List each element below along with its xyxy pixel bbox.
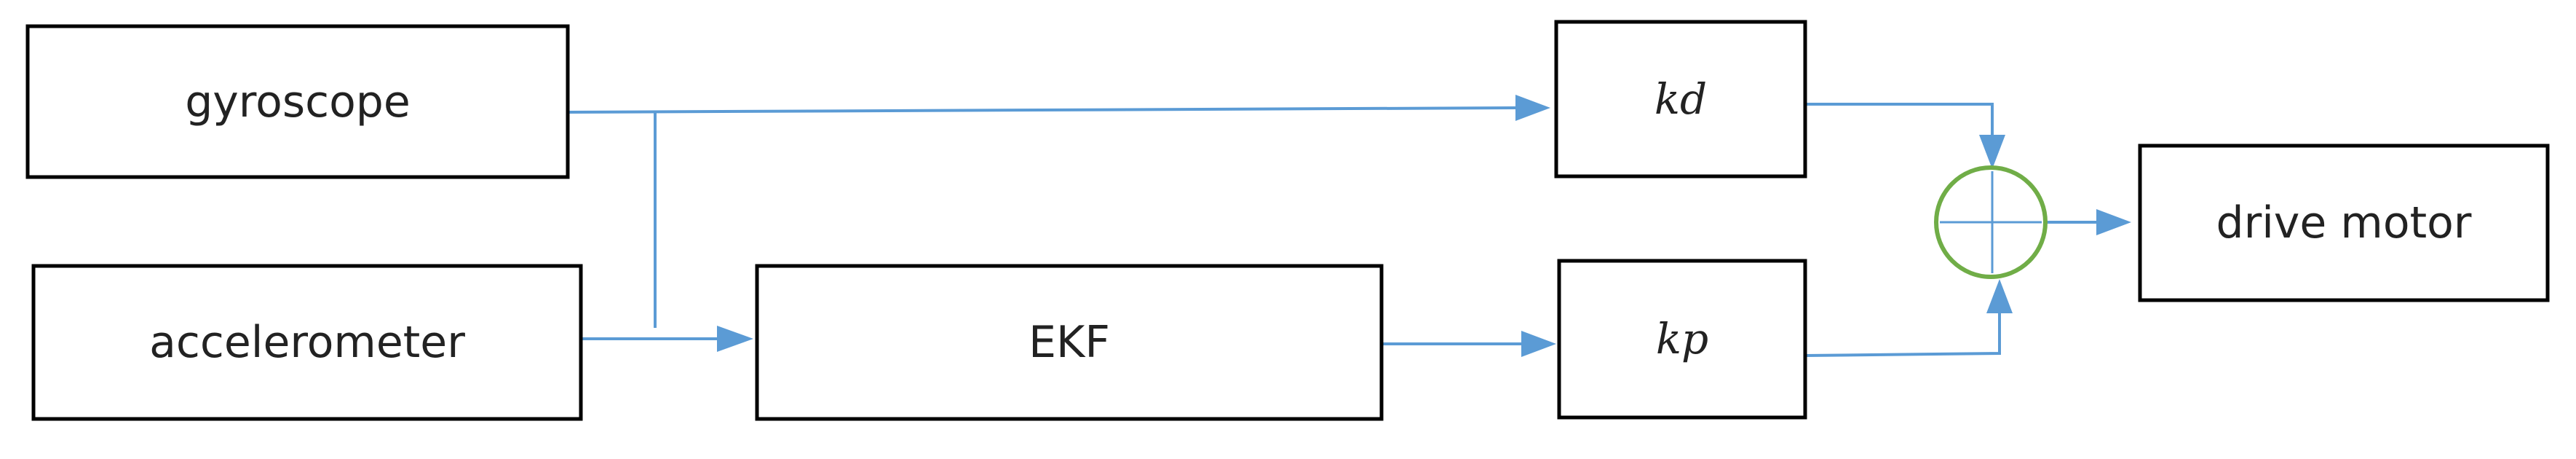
kd-block: kd <box>1554 20 1807 178</box>
connections <box>567 95 2131 357</box>
gyroscope-label: gyroscope <box>185 76 411 128</box>
wire-gyroscope-to-kd <box>567 106 1516 114</box>
arrowhead-to-kd <box>1515 95 1550 121</box>
kd-label: kd <box>1654 74 1707 124</box>
arrowhead-to-drive-motor <box>2096 209 2131 235</box>
wire-kd-to-sum <box>1805 103 1994 135</box>
drive-motor-label: drive motor <box>2216 197 2472 248</box>
drive-motor-block: drive motor <box>2138 144 2550 302</box>
summing-junction <box>1934 165 2048 279</box>
gyroscope-block: gyroscope <box>25 24 570 179</box>
ekf-block: EKF <box>755 264 1384 421</box>
arrowhead-to-kp <box>1521 331 1556 357</box>
arrowhead-kp-into-sum <box>1986 279 2013 313</box>
arrowhead-to-ekf <box>717 326 753 352</box>
kp-label: kp <box>1656 314 1708 364</box>
accelerometer-label: accelerometer <box>149 317 465 368</box>
ekf-label: EKF <box>1029 317 1110 368</box>
arrowhead-kd-into-sum <box>1979 135 2005 169</box>
wire-kp-to-sum <box>1804 313 2001 357</box>
kp-block: kp <box>1557 259 1807 420</box>
accelerometer-block: accelerometer <box>31 264 583 421</box>
